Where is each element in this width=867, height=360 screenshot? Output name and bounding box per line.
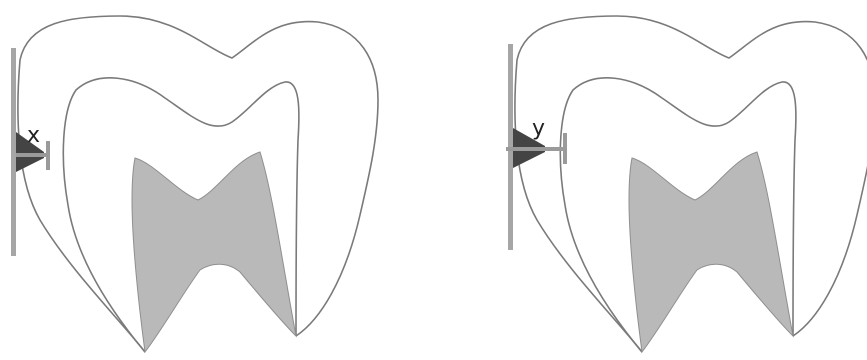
right-periodontal-probe xyxy=(506,44,565,250)
left-probe-shaft xyxy=(11,48,16,256)
left-tooth: x xyxy=(11,16,378,352)
right-tooth-enamel-outline xyxy=(515,16,867,352)
right-measurement-label: y xyxy=(532,116,545,141)
left-tooth-enamel-outline xyxy=(18,16,378,352)
left-measurement-label: x xyxy=(27,123,40,148)
left-tooth-pulp xyxy=(132,152,296,352)
right-tooth-pulp xyxy=(629,152,793,352)
right-tooth xyxy=(515,16,867,352)
